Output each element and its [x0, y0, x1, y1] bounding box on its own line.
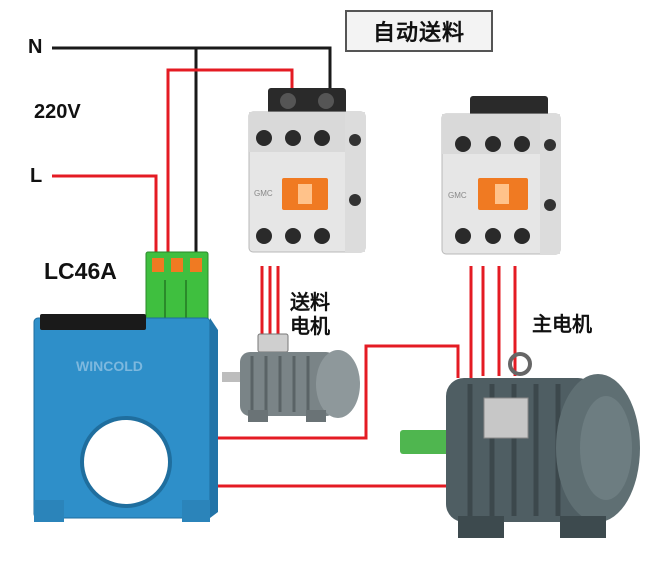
- feed-motor: [222, 333, 360, 422]
- label-controller: LC46A: [44, 258, 117, 284]
- controller-brand: WINCOLD: [76, 358, 143, 374]
- main-motor: [400, 352, 640, 538]
- label-voltage: 220V: [34, 101, 81, 123]
- diagram-title: 自动送料: [345, 10, 493, 52]
- label-feed-motor-line1: 送料: [290, 290, 330, 314]
- feed-motor-leads: [260, 266, 280, 338]
- label-l: L: [30, 165, 43, 187]
- wire-l: [52, 174, 158, 258]
- wire-n: [52, 46, 332, 92]
- wires: [52, 46, 517, 488]
- contactor-main-model: GMC: [448, 191, 467, 200]
- label-n: N: [28, 36, 43, 58]
- contactor-feed: [248, 88, 366, 253]
- current-controller: [33, 251, 218, 522]
- label-main-motor: 主电机: [532, 312, 592, 336]
- label-feed-motor-line2: 电机: [290, 314, 330, 338]
- contactor-feed-model: GMC: [254, 189, 273, 198]
- wire-ctrl-contactor: [166, 68, 294, 258]
- contactor-main: [441, 96, 561, 255]
